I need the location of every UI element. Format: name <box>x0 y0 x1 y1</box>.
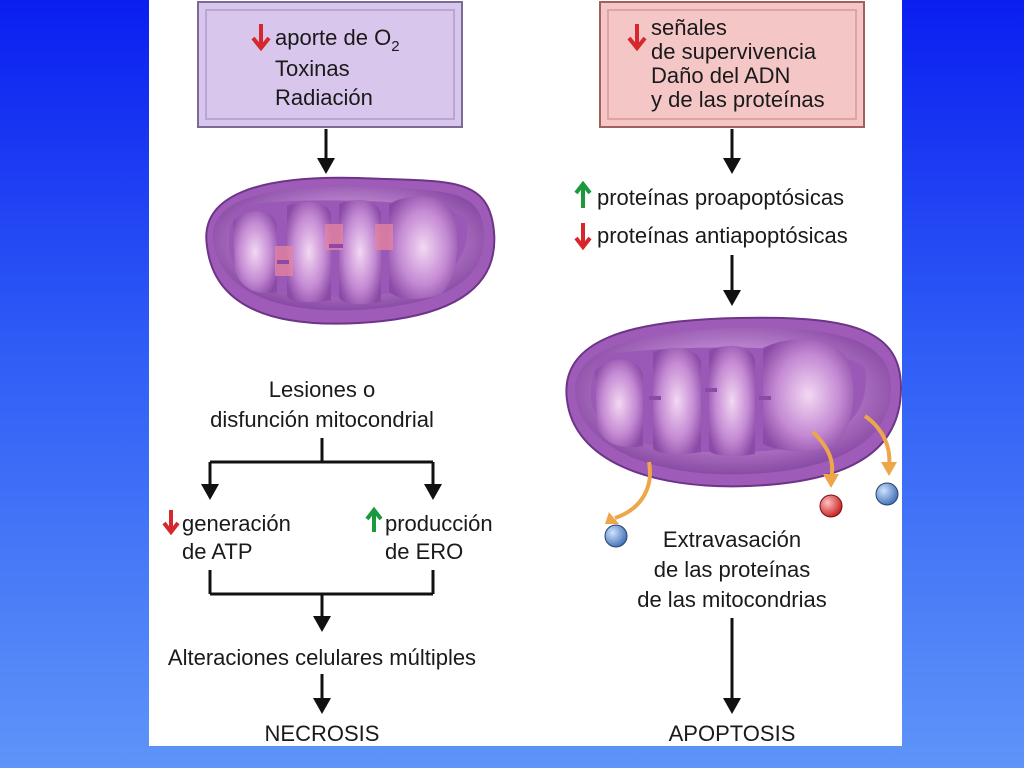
merge-arrows <box>208 570 435 632</box>
apoptosis-label: APOPTOSIS <box>669 721 796 746</box>
anti-apoptotic-label: proteínas antiapoptósicas <box>597 223 848 248</box>
decrease-arrow-icon <box>162 510 180 536</box>
leak-line3: de las mitocondrias <box>637 587 827 612</box>
decrease-arrow-icon <box>251 24 271 52</box>
injury-line2: disfunción mitocondrial <box>210 407 434 432</box>
diagram-canvas: aporte de O2 Toxinas Radiación Lesiones … <box>162 1 902 746</box>
causes-line1: aporte de O <box>275 25 391 50</box>
arrow-to-necrosis <box>313 674 331 714</box>
signals-line4: y de las proteínas <box>651 87 825 112</box>
injury-line1: Lesiones o <box>269 377 375 402</box>
pro-apoptotic-label: proteínas proapoptósicas <box>597 185 844 210</box>
mitochondrion-icon <box>565 316 902 488</box>
branch-right-line2: de ERO <box>385 539 463 564</box>
protein-ball-icon <box>875 482 899 506</box>
diagram-panel: aporte de O2 Toxinas Radiación Lesiones … <box>149 0 902 746</box>
leak-line2: de las proteínas <box>654 557 811 582</box>
increase-arrow-icon <box>574 180 592 208</box>
decrease-arrow-icon <box>574 223 592 251</box>
branch-arrows <box>201 438 442 500</box>
protein-ball-icon <box>819 494 843 518</box>
increase-arrow-icon <box>365 506 383 532</box>
branch-left-line1: generación <box>182 511 291 536</box>
arrow-causes-to-mito <box>317 129 335 174</box>
causes-line1-subscript: 2 <box>391 38 399 55</box>
alterations-label: Alteraciones celulares múltiples <box>168 645 476 670</box>
arrow-to-apoptosis <box>723 618 741 714</box>
decrease-arrow-icon <box>627 24 647 52</box>
svg-text:aporte de O2: aporte de O2 <box>275 25 400 55</box>
signals-box: señales de supervivencia Daño del ADN y … <box>599 1 865 128</box>
arrow-signals-to-proteins <box>723 129 741 174</box>
branch-left-line2: de ATP <box>182 539 253 564</box>
causes-box: aporte de O2 Toxinas Radiación <box>197 1 463 128</box>
signals-line1: señales <box>651 15 727 40</box>
protein-release <box>604 414 899 548</box>
causes-line3: Radiación <box>275 85 373 110</box>
necrosis-label: NECROSIS <box>265 721 380 746</box>
causes-line2: Toxinas <box>275 56 350 81</box>
mitochondrion-icon <box>205 176 496 325</box>
signals-line2: de supervivencia <box>651 39 817 64</box>
arrow-proteins-to-mito <box>723 255 741 306</box>
leak-line1: Extravasación <box>663 527 801 552</box>
signals-line3: Daño del ADN <box>651 63 790 88</box>
branch-right-line1: producción <box>385 511 493 536</box>
protein-ball-icon <box>604 524 628 548</box>
